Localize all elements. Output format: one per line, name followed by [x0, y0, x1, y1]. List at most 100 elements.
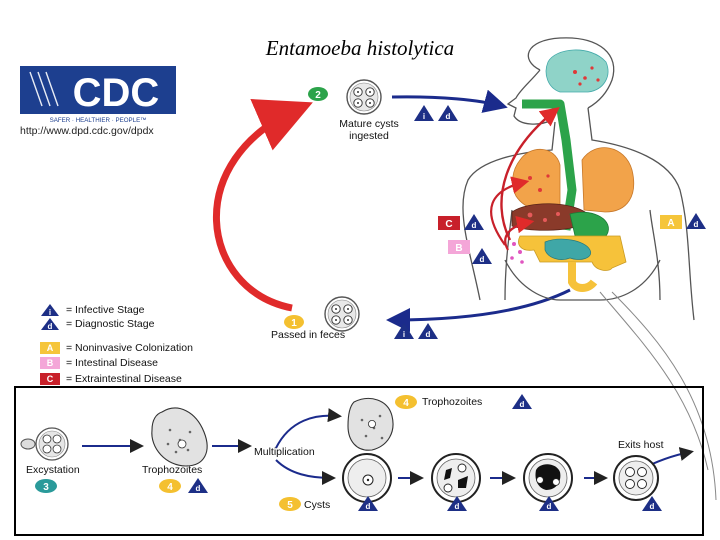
step2-oval	[308, 87, 328, 101]
page-title: Entamoeba histolytica	[265, 36, 455, 60]
step5-oval	[279, 497, 301, 511]
multiplication-up-arrow	[275, 408, 342, 449]
to-lung-arrow	[490, 176, 530, 246]
to-mouth-arrow	[391, 89, 508, 113]
step4-top-number: 4	[403, 398, 409, 409]
step4-top-diagnostic-symbol: d	[520, 400, 525, 409]
step1-diagnostic-symbol: d	[426, 330, 431, 339]
step4-left-number: 4	[167, 482, 173, 493]
cdc-letters: CDC	[73, 71, 160, 115]
step2-label-line1: Mature cysts	[339, 118, 399, 130]
legend-diagnostic-symbol: d	[48, 322, 53, 331]
marker-c-diagnostic-triangle	[464, 214, 484, 230]
legend-c: C = Extraintestinal Disease	[40, 372, 182, 386]
marker-b-diagnostic-triangle	[472, 248, 492, 264]
step4-top-diagnostic-triangle	[512, 394, 532, 409]
rectum	[568, 262, 598, 292]
marker-a-diagnostic-symbol: d	[694, 220, 699, 229]
cyst1-diagnostic-triangle	[358, 496, 378, 511]
trophozoites-left-label: Trophozoites	[142, 464, 203, 476]
legend-infective-label: = Infective Stage	[66, 304, 145, 316]
legend-c-box: C	[40, 373, 60, 385]
cdc-url: http://www.dpd.cdc.gov/dpdx	[20, 125, 154, 137]
step3-number: 3	[43, 482, 49, 493]
cyst1-diagnostic-symbol: d	[366, 502, 371, 511]
cysts-label: Cysts	[304, 499, 331, 511]
step1-diagnostic-triangle	[418, 323, 438, 339]
marker-c-box	[438, 216, 460, 230]
step4-top-oval	[395, 395, 417, 409]
to-brain-arrow	[500, 107, 560, 241]
developing-cyst-2	[431, 453, 481, 503]
step1-label: Passed in feces	[271, 329, 346, 341]
brain	[545, 49, 609, 93]
step2-label-line2: ingested	[349, 130, 389, 142]
exits-host-label: Exits host	[618, 439, 664, 451]
esophagus	[522, 99, 577, 231]
step2-number: 2	[315, 90, 321, 101]
legend-infective: i = Infective Stage	[40, 303, 145, 317]
step1-oval	[284, 315, 304, 329]
emerging-amoeba	[20, 438, 36, 450]
cyst2-diagnostic-triangle	[447, 496, 467, 511]
legend-b-label: = Intestinal Disease	[66, 357, 158, 369]
step4-left-diagnostic-triangle	[188, 478, 208, 493]
legend-diagnostic-triangle: d	[41, 318, 59, 331]
legend-b: B = Intestinal Disease	[40, 356, 158, 370]
cdc-tagline: SAFER · HEALTHIER · PEOPLE™	[50, 117, 147, 124]
legend-diagnostic: d = Diagnostic Stage	[40, 317, 154, 331]
marker-b-box	[448, 240, 470, 254]
step1-number: 1	[291, 318, 297, 329]
brain-lesions	[573, 66, 600, 86]
cyst3-diagnostic-triangle	[539, 496, 559, 511]
legend-a: A = Noninvasive Colonization	[40, 341, 193, 355]
legend-a-box: A	[40, 342, 60, 354]
trophozoites-top-label: Trophozoites	[422, 396, 483, 408]
step3-oval	[35, 479, 57, 493]
cyst2-diagnostic-symbol: d	[455, 502, 460, 511]
cdc-logo: CDC SAFER · HEALTHIER · PEOPLE™	[20, 66, 176, 124]
cyst4-diagnostic-symbol: d	[650, 502, 655, 511]
to-liver-arrow	[504, 215, 535, 251]
step2-infective-symbol: i	[423, 112, 425, 121]
intestinal-lifecycle-box	[14, 386, 704, 536]
step4-left-diagnostic-symbol: d	[196, 484, 201, 493]
cyst4-diagnostic-triangle	[642, 496, 662, 511]
step2-label: Mature cysts ingested	[334, 118, 404, 142]
marker-c-diagnostic-symbol: d	[472, 221, 477, 230]
step2-diagnostic-triangle	[438, 105, 458, 121]
marker-b-diagnostic-symbol: d	[480, 255, 485, 264]
step4-left-oval	[159, 479, 181, 493]
marker-b-letter: B	[455, 243, 462, 254]
marker-a-diagnostic-triangle	[686, 213, 706, 229]
connector-line-1	[599, 291, 709, 471]
to-feces-arrow	[386, 288, 571, 332]
marker-a-letter: A	[667, 218, 674, 229]
legend-c-label: = Extraintestinal Disease	[66, 373, 182, 385]
step1-infective-triangle	[394, 323, 414, 339]
developing-cyst-1	[342, 453, 392, 503]
step5-number: 5	[287, 500, 293, 511]
small-intestine	[544, 238, 592, 260]
cyst3-diagnostic-symbol: d	[547, 502, 552, 511]
marker-a-box	[660, 215, 682, 229]
legend-infective-symbol: i	[49, 308, 51, 317]
developing-cyst-3	[523, 453, 573, 503]
excystation-label: Excystation	[26, 464, 80, 476]
excystation-cyst	[35, 427, 69, 461]
ingestion-arrow	[212, 99, 313, 312]
lung-right	[581, 147, 635, 213]
step2-infective-triangle	[414, 105, 434, 121]
legend-infective-triangle: i	[41, 304, 59, 317]
legend-b-box: B	[40, 357, 60, 369]
multiplication-down-arrow	[275, 459, 336, 485]
legend-diagnostic-label: = Diagnostic Stage	[66, 318, 155, 330]
multiplication-label: Multiplication	[254, 446, 315, 458]
marker-c-letter: C	[445, 219, 452, 230]
connector-line-2	[611, 291, 717, 501]
mature-cyst-exit	[613, 455, 659, 501]
trophozoite-left	[151, 407, 208, 467]
step1-infective-symbol: i	[403, 330, 405, 339]
